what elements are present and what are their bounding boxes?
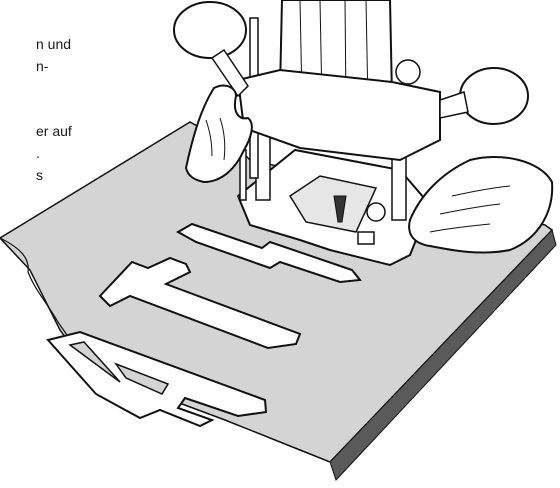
adjust-knob-icon — [366, 202, 386, 222]
instruction-text-line-3: er auf — [36, 123, 72, 139]
right-handle-neck — [439, 91, 469, 119]
workpiece-board-edge — [329, 229, 557, 481]
routed-letter-h — [175, 222, 362, 284]
base-screw-icon — [357, 231, 375, 245]
right-handle-icon — [459, 67, 529, 125]
routed-letter-t — [98, 256, 302, 350]
router-body — [236, 68, 441, 162]
instruction-text-line-5: s — [36, 167, 43, 183]
instruction-text-line-4: . — [36, 145, 40, 161]
router-base-window — [288, 175, 378, 233]
left-handle-neck — [210, 48, 249, 98]
left-handle-icon — [173, 1, 247, 59]
routed-letter-a — [46, 330, 268, 428]
instruction-text-line-1: n und — [36, 36, 72, 52]
left-hand-icon — [184, 84, 253, 184]
right-hand-icon — [408, 156, 554, 254]
router-bit — [333, 195, 347, 223]
instruction-text-line-2: n- — [36, 58, 49, 74]
top-knob-icon — [395, 59, 421, 85]
